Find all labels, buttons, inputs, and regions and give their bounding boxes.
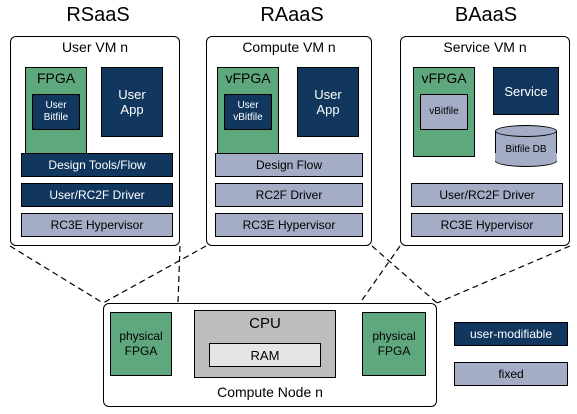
rsaas-bar-0: Design Tools/Flow — [21, 153, 173, 177]
rsaas-bar-2: RC3E Hypervisor — [21, 213, 173, 237]
physical-fpga-left: physical FPGA — [110, 312, 172, 376]
rsaas-vm-title: User VM n — [61, 39, 129, 55]
baaas-vfpga: vFPGA vBitfile — [413, 67, 475, 157]
legend-fixed: fixed — [454, 362, 568, 386]
rsaas-bitfile: User Bitfile — [32, 94, 80, 130]
rsaas-bar-1: User/RC2F Driver — [21, 183, 173, 207]
baaas-title: BAaaS — [454, 4, 518, 26]
raaas-vfpga: vFPGA User vBitfile — [217, 67, 279, 157]
raaas-bar-1-label: RC2F Driver — [255, 188, 323, 202]
raaas-bar-0-label: Design Flow — [255, 158, 323, 172]
baaas-bitfile: vBitfile — [420, 94, 468, 130]
baaas-bar-0-label: User/RC2F Driver — [439, 188, 535, 202]
bitfile-db: Bitfile DB — [495, 125, 557, 167]
rsaas-bar-2-label: RC3E Hypervisor — [50, 218, 144, 232]
rsaas-vm: User VM n FPGA User Bitfile User App Des… — [10, 36, 180, 246]
baaas-bitfile-label: vBitfile — [429, 106, 459, 117]
connector-baaas-left — [359, 245, 401, 304]
connector-rsaas-right — [177, 245, 181, 304]
legend-user-modifiable: user-modifiable — [454, 322, 568, 346]
rsaas-bar-1-label: User/RC2F Driver — [49, 188, 145, 202]
raaas-bar-2-label: RC3E Hypervisor — [242, 218, 336, 232]
physical-fpga-right-label: physical FPGA — [372, 329, 416, 358]
baaas-bar-1: RC3E Hypervisor — [411, 213, 563, 237]
raaas-vm-title: Compute VM n — [242, 39, 336, 55]
physical-fpga-right: physical FPGA — [362, 312, 426, 376]
baaas-vm: Service VM n vFPGA vBitfile Service Bitf… — [400, 36, 570, 246]
raaas-bar-2: RC3E Hypervisor — [215, 213, 363, 237]
baaas-service: Service — [493, 67, 559, 115]
rsaas-fpga: FPGA User Bitfile — [25, 67, 87, 157]
raaas-bar-0: Design Flow — [215, 153, 363, 177]
bitfile-db-label: Bitfile DB — [505, 144, 547, 155]
baaas-service-label: Service — [504, 83, 548, 99]
legend-user-modifiable-label: user-modifiable — [469, 327, 553, 341]
connector-baaas-right — [436, 245, 571, 304]
rsaas-bar-0-label: Design Tools/Flow — [48, 158, 146, 172]
cpu-block: CPU RAM — [194, 310, 336, 378]
rsaas-fpga-label: FPGA — [36, 70, 76, 86]
connector-raaas-right — [371, 245, 438, 304]
raaas-app-label: User App — [314, 87, 342, 117]
raaas-vfpga-label: vFPGA — [225, 70, 271, 86]
connector-raaas-left — [102, 245, 207, 304]
baaas-vm-title: Service VM n — [443, 39, 527, 55]
raaas-bitfile: User vBitfile — [224, 94, 272, 130]
rsaas-app: User App — [101, 67, 163, 137]
legend-fixed-label: fixed — [498, 367, 524, 381]
connector-rsaas-left — [9, 245, 104, 304]
compute-node: physical FPGA CPU RAM physical FPGA Comp… — [103, 303, 437, 407]
ram-label: RAM — [250, 347, 280, 363]
rsaas-app-label: User App — [118, 87, 146, 117]
raaas-vm: Compute VM n vFPGA User vBitfile User Ap… — [206, 36, 372, 246]
raaas-bar-1: RC2F Driver — [215, 183, 363, 207]
rsaas-title: RSaaS — [66, 4, 130, 26]
raaas-app: User App — [297, 67, 359, 137]
baaas-bar-0: User/RC2F Driver — [411, 183, 563, 207]
raaas-bitfile-label: User vBitfile — [233, 100, 263, 123]
cpu-label: CPU — [249, 315, 281, 332]
compute-node-title: Compute Node n — [217, 384, 323, 400]
bitfile-db-fill — [495, 153, 557, 161]
baaas-bar-1-label: RC3E Hypervisor — [440, 218, 534, 232]
ram-block: RAM — [209, 343, 321, 367]
raaas-title: RAaaS — [260, 4, 324, 26]
rsaas-bitfile-label: User Bitfile — [43, 100, 69, 123]
bitfile-db-top — [495, 125, 557, 137]
baaas-vfpga-label: vFPGA — [421, 70, 467, 86]
physical-fpga-left-label: physical FPGA — [119, 329, 163, 358]
